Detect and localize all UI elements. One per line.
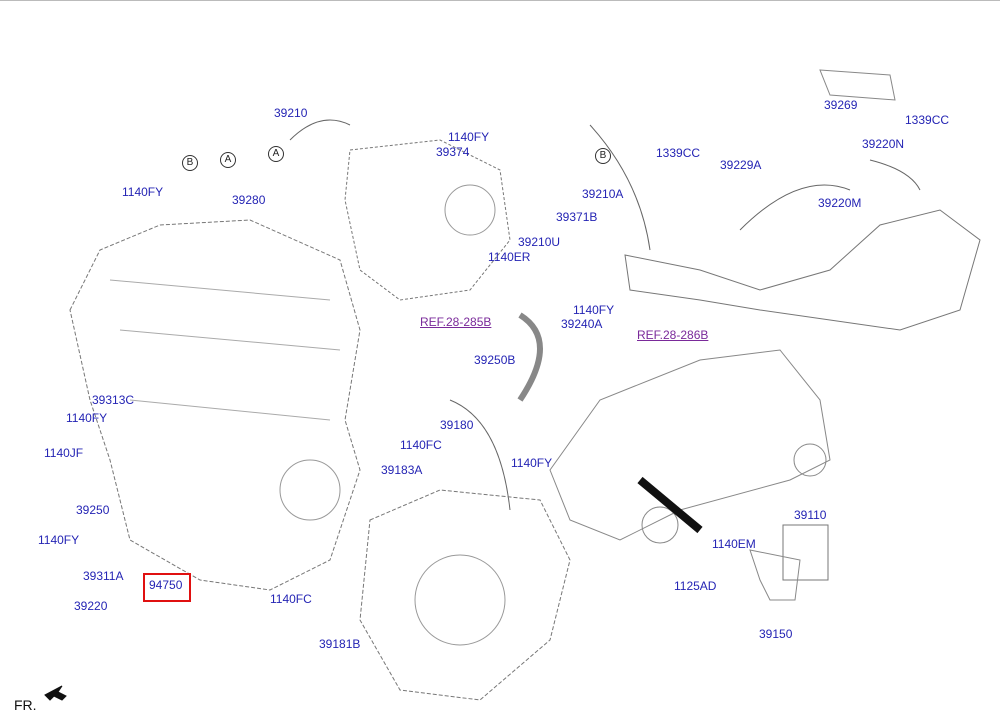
callout-1140fy[interactable]: 1140FY [448,130,490,144]
callout-1140fy[interactable]: 1140FY [66,411,108,425]
front-arrow-icon [44,685,67,701]
ecu-module [782,524,829,581]
callout-39220[interactable]: 39220 [74,599,108,613]
callout-39313c[interactable]: 39313C [92,393,135,407]
reference-link[interactable]: REF.28-285B [420,315,492,329]
callout-1140fy[interactable]: 1140FY [511,456,553,470]
callout-1140fy[interactable]: 1140FY [122,185,164,199]
reference-link[interactable]: REF.28-286B [637,328,709,342]
callout-39183a[interactable]: 39183A [381,463,423,477]
callout-1140jf[interactable]: 1140JF [44,446,84,460]
callout-39210a[interactable]: 39210A [582,187,624,201]
transmission-housing [359,489,571,701]
ref-a-marker: A [268,146,284,162]
vehicle-outline [549,349,831,541]
callout-39220n[interactable]: 39220N [862,137,905,151]
orientation-label: FR. [14,697,37,713]
callout-1125ad[interactable]: 1125AD [674,579,717,593]
callout-39311a[interactable]: 39311A [83,569,124,583]
callout-39371b[interactable]: 39371B [556,210,598,224]
callout-1140fc[interactable]: 1140FC [270,592,312,606]
catalytic-converter [624,209,981,331]
callout-39229a[interactable]: 39229A [720,158,762,172]
callout-39180[interactable]: 39180 [440,418,474,432]
callout-1140fy[interactable]: 1140FY [573,303,615,317]
callout-1339cc[interactable]: 1339CC [905,113,950,127]
ref-b-marker: B [182,155,198,171]
callout-39210u[interactable]: 39210U [518,235,561,249]
callout-94750[interactable]: 94750 [149,578,183,592]
callout-39374[interactable]: 39374 [436,145,470,159]
callout-39240a[interactable]: 39240A [561,317,603,331]
callout-39250b[interactable]: 39250B [474,353,516,367]
callout-39181b[interactable]: 39181B [319,637,361,651]
turbo-manifold [344,139,511,301]
top-border [0,0,1000,1]
callout-39150[interactable]: 39150 [759,627,793,641]
callout-1140fy[interactable]: 1140FY [38,533,80,547]
callout-1140em[interactable]: 1140EM [712,537,756,551]
callout-39250[interactable]: 39250 [76,503,110,517]
highlight-box [143,573,191,602]
ref-a-marker: A [220,152,236,168]
callout-39269[interactable]: 39269 [824,98,858,112]
callout-1339cc[interactable]: 1339CC [656,146,701,160]
callout-1140er[interactable]: 1140ER [488,250,531,264]
engine-block [69,219,361,591]
callout-39210[interactable]: 39210 [274,106,308,120]
callout-39110[interactable]: 39110 [794,508,827,522]
callout-1140fc[interactable]: 1140FC [400,438,442,452]
ref-b-marker: B [595,148,611,164]
callout-39280[interactable]: 39280 [232,193,266,207]
callout-39220m[interactable]: 39220M [818,196,862,210]
